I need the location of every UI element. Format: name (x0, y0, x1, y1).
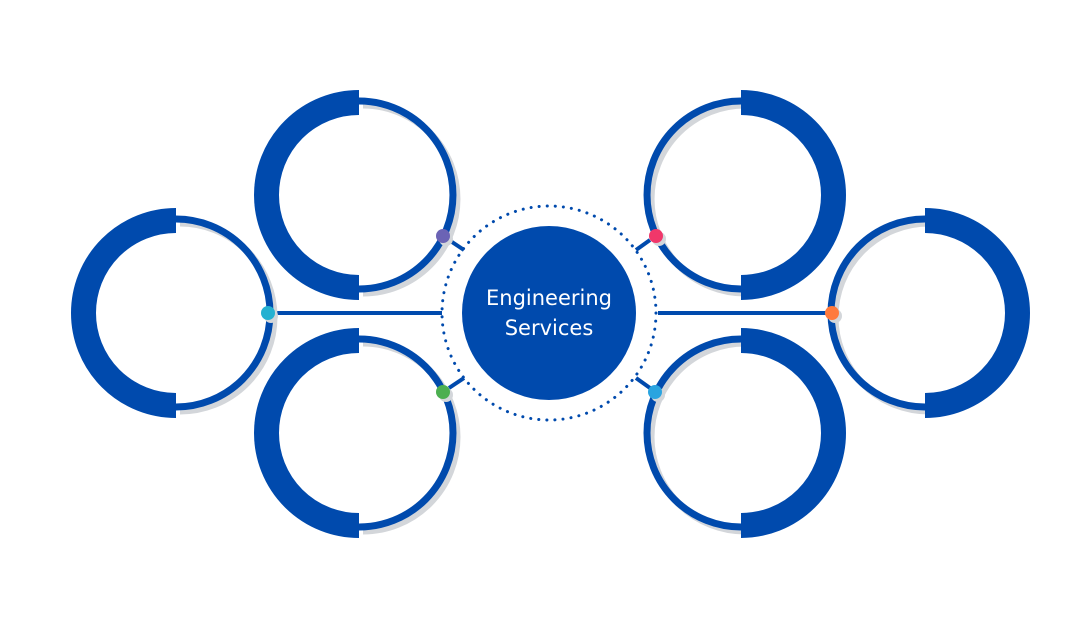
dotted-hub-ring (440, 204, 658, 422)
ring-shadow (647, 339, 746, 535)
node-dot (825, 306, 839, 320)
ring-thick-half (71, 208, 177, 418)
ring-shadow (647, 101, 746, 297)
node-dot (648, 385, 662, 399)
ring-thick-half (254, 90, 360, 300)
center-hub-label: Engineering Services (462, 226, 636, 400)
ring-shadow (362, 101, 461, 297)
center-title-line1: Engineering (486, 286, 612, 310)
ring-thick-half (740, 90, 846, 300)
ring-thick-half (924, 208, 1030, 418)
center-hub-circle (462, 226, 636, 400)
ring-shadow (362, 339, 461, 535)
ring-thick-half (254, 328, 360, 538)
ring-thin-half (358, 97, 457, 293)
ring-thin-half (827, 215, 926, 411)
connector-line (447, 376, 466, 390)
ring-thin-half (358, 335, 457, 531)
ring-shadow (179, 219, 278, 415)
connector-line (634, 238, 652, 252)
node-dot (649, 229, 663, 243)
ring-thick-half (740, 328, 846, 538)
center-title-line2: Services (504, 316, 594, 340)
ring-shadow (831, 219, 930, 415)
ring-thin-half (643, 335, 742, 531)
connector-line (634, 376, 652, 390)
node-dot (436, 229, 450, 243)
node-dot (436, 385, 450, 399)
node-dot (261, 306, 275, 320)
ring-thin-half (643, 97, 742, 293)
ring-thin-half (175, 215, 274, 411)
